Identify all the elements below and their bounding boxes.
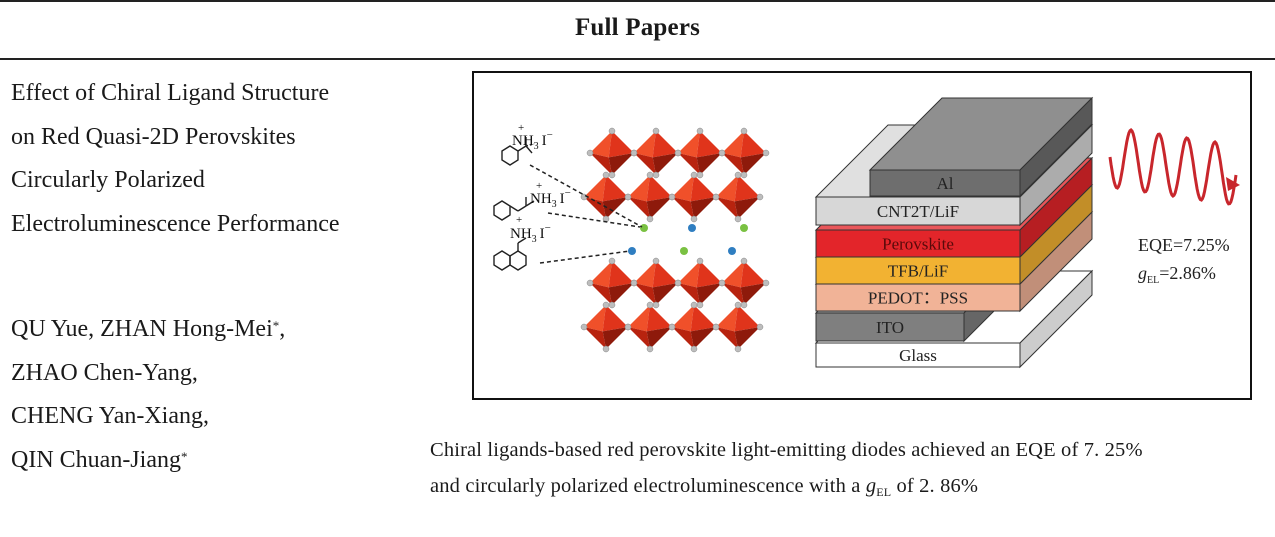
author-name: CHENG Yan-Xiang, xyxy=(11,403,209,429)
title-line: Effect of Chiral Ligand Structure xyxy=(11,80,330,106)
device-layer: Al xyxy=(868,96,1094,198)
ligand-3 xyxy=(493,237,527,271)
cation-dot xyxy=(628,247,636,255)
caption-line-2: and circularly polarized electroluminesc… xyxy=(430,475,979,499)
title-line: on Red Quasi-2D Perovskites xyxy=(11,123,296,150)
octahedron xyxy=(630,127,682,179)
octahedron xyxy=(712,171,764,223)
device-layer-label: CNT2T/LiF xyxy=(877,202,959,221)
g-subscript: EL xyxy=(876,485,892,499)
device-layer-label: ITO xyxy=(876,318,904,337)
device-layer-label: TFB/LiF xyxy=(888,262,948,281)
octahedron xyxy=(718,127,770,179)
octahedron xyxy=(624,171,676,223)
ligand-1-charge: + xyxy=(518,122,524,134)
ligand-2-charge: + xyxy=(536,180,542,192)
octahedron xyxy=(586,127,638,179)
author-line: QIN Chuan-Jiang* xyxy=(11,439,441,483)
arrow-head-icon xyxy=(1226,177,1240,191)
ligand-1 xyxy=(501,137,535,166)
device-layer-label: Al xyxy=(937,174,954,193)
ligand-3-charge: + xyxy=(516,214,522,226)
ligand-2 xyxy=(493,197,535,221)
cation-dot xyxy=(740,224,748,232)
author-line: ZHAO Chen-Yang, xyxy=(11,352,441,396)
circularly-polarized-light-icon xyxy=(1108,128,1238,206)
gel-label: gEL=2.86% xyxy=(1138,263,1216,286)
section-header: Full Papers xyxy=(574,14,701,41)
cation-dot xyxy=(688,224,696,232)
author-name: QU Yue, ZHAN Hong-Mei xyxy=(11,316,273,342)
author-line: CHENG Yan-Xiang, xyxy=(11,395,441,439)
caption-line-1: Chiral ligands-based red perovskite ligh… xyxy=(430,439,1143,461)
naphthalene-ring-icon xyxy=(493,250,511,271)
octahedron xyxy=(712,301,764,353)
device-layer-label: PEDOT：PSS xyxy=(868,289,968,308)
author-line: QU Yue, ZHAN Hong-Mei*, xyxy=(11,308,441,352)
top-rule xyxy=(0,0,1275,2)
device-layer-label: Perovskite xyxy=(882,235,954,254)
corresponding-mark: * xyxy=(272,318,280,333)
cation-dot xyxy=(728,247,736,255)
header-rule xyxy=(0,58,1275,60)
author-separator: , xyxy=(279,316,286,342)
benzene-ring-icon xyxy=(501,145,519,166)
octahedron xyxy=(718,257,770,309)
octahedron xyxy=(624,301,676,353)
ligand-leader-lines xyxy=(529,164,643,264)
cation-dots xyxy=(628,224,748,255)
author-list: QU Yue, ZHAN Hong-Mei*, ZHAO Chen-Yang, … xyxy=(11,308,441,482)
cation-dot xyxy=(640,224,648,232)
octahedron xyxy=(580,301,632,353)
article-title: Effect of Chiral Ligand Structure on Red… xyxy=(11,72,441,246)
octahedron xyxy=(668,171,720,223)
benzene-ring-icon xyxy=(493,200,511,221)
device-layer-label: Glass xyxy=(899,346,937,365)
figure-caption: Chiral ligands-based red perovskite ligh… xyxy=(430,432,1275,506)
corresponding-mark: * xyxy=(180,448,188,464)
eqe-label: EQE=7.25% xyxy=(1138,235,1230,255)
title-line: Circularly Polarized xyxy=(11,167,205,193)
g-symbol: g xyxy=(865,475,877,497)
cation-dot xyxy=(680,247,688,255)
oled-device-stack: Glass ITO PEDOT：PSS TFB/LiF Perovskite CNT2T/… xyxy=(814,96,1094,369)
octahedron xyxy=(668,301,720,353)
octahedron xyxy=(674,257,726,309)
author-name: ZHAO Chen-Yang, xyxy=(11,359,198,386)
octahedron xyxy=(630,257,682,309)
author-name: QIN Chuan-Jiang xyxy=(11,446,181,473)
octahedron xyxy=(674,127,726,179)
title-line: Electroluminescence Performance xyxy=(11,210,340,237)
octahedron xyxy=(580,171,632,223)
perovskite-lattice xyxy=(580,127,770,353)
octahedron xyxy=(586,257,638,309)
